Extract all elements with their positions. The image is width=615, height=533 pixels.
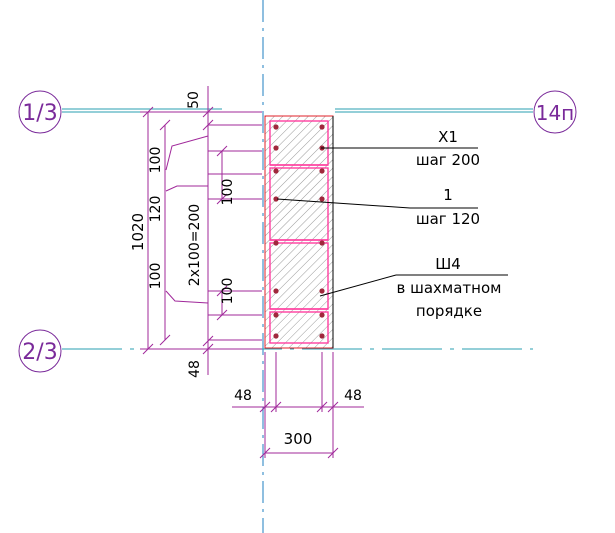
rebar-dot bbox=[319, 196, 325, 202]
rebar-dot bbox=[319, 333, 325, 339]
dim-inner-100-b: 100 bbox=[220, 278, 236, 305]
dim-top-50: 50 bbox=[186, 91, 202, 109]
bottom-dimension-lines bbox=[232, 352, 364, 459]
axis-label-14p: 14п bbox=[536, 101, 575, 125]
callout-bar-1-mark: 1 bbox=[443, 186, 453, 204]
callout-bar-1-note: шаг 120 bbox=[416, 210, 480, 228]
column-section bbox=[264, 115, 334, 349]
dim-step-2x100-200: 2x100=200 bbox=[187, 204, 203, 286]
dim-left-120: 120 bbox=[148, 196, 164, 223]
rebar-dot bbox=[273, 312, 279, 318]
left-dimension-lines bbox=[140, 86, 262, 375]
axis-bubble-2-3: 2/3 bbox=[18, 329, 62, 373]
dim-inner-100-a: 100 bbox=[220, 179, 236, 206]
rebar-dot bbox=[319, 240, 325, 246]
axis-label-2-3: 2/3 bbox=[22, 340, 57, 365]
rebar-dot bbox=[273, 124, 279, 130]
rebar-dot bbox=[319, 288, 325, 294]
rebar-dot bbox=[273, 288, 279, 294]
axis-line-1-3 bbox=[62, 108, 533, 113]
callout-x1-note: шаг 200 bbox=[416, 151, 480, 169]
axis-bubble-1-3: 1/3 bbox=[18, 90, 62, 134]
callout-sh4-note-line2: порядке bbox=[416, 302, 482, 320]
axis-label-1-3: 1/3 bbox=[22, 101, 57, 126]
callout-sh4: Ш4 в шахматном порядке bbox=[319, 255, 508, 320]
dim-width-300: 300 bbox=[284, 430, 313, 448]
dim-cover-right-48: 48 bbox=[344, 388, 362, 404]
rebar-dot bbox=[273, 333, 279, 339]
callout-x1: X1 шаг 200 bbox=[321, 128, 480, 169]
rebar-dot bbox=[273, 240, 279, 246]
rebar-dot bbox=[273, 196, 279, 202]
dim-left-100-top: 100 bbox=[148, 147, 164, 174]
callout-bar-1: 1 шаг 120 bbox=[276, 186, 480, 228]
stirrup bbox=[269, 311, 329, 344]
callout-sh4-note-line1: в шахматном bbox=[397, 279, 502, 297]
dim-cover-left-48: 48 bbox=[234, 388, 252, 404]
rebar-dot bbox=[273, 145, 279, 151]
rebar-dot bbox=[319, 168, 325, 174]
rebar-dot bbox=[273, 168, 279, 174]
axis-bubble-14p: 14п bbox=[533, 90, 577, 134]
callout-x1-mark: X1 bbox=[438, 128, 458, 146]
callout-sh4-mark: Ш4 bbox=[435, 255, 461, 273]
dim-left-100-bottom: 100 bbox=[148, 263, 164, 290]
rebar-dot bbox=[319, 124, 325, 130]
dim-total-1020: 1020 bbox=[129, 213, 147, 251]
dim-bottom-48: 48 bbox=[187, 360, 203, 378]
rebar-dot bbox=[319, 312, 325, 318]
